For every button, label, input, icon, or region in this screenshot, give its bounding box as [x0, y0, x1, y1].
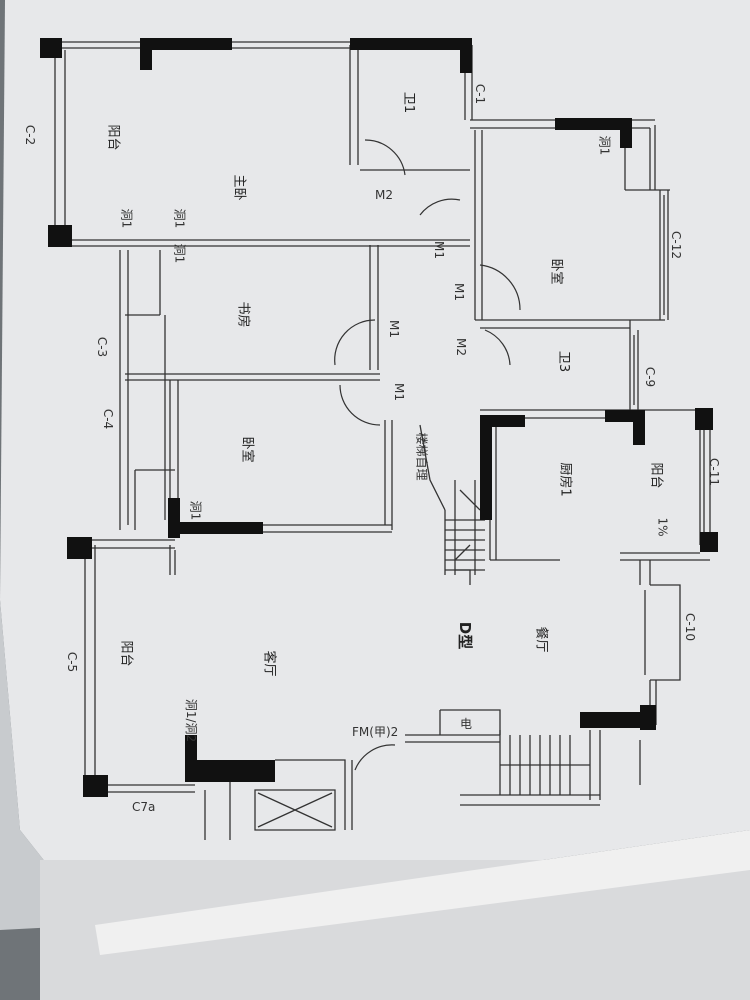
paper-shadow	[0, 600, 95, 930]
room-label-bath3: 卫3	[556, 350, 572, 373]
lower-page-edge	[95, 830, 750, 955]
door-m2-b-label: M2	[454, 338, 468, 356]
slope-note: 1%	[655, 517, 670, 537]
window-c1-label: C-1	[473, 83, 488, 105]
door-swings	[334, 139, 521, 771]
room-label-kitchen: 厨房1	[557, 462, 573, 497]
window-c2-label: C-2	[23, 124, 38, 146]
room-label-bath1: 卫1	[401, 91, 417, 114]
paper-sheet	[0, 0, 750, 925]
door-m1-c-label: M1	[387, 320, 401, 338]
room-label-bedroom-mid: 卧室	[239, 436, 255, 463]
hole-label-d: 洞1	[597, 135, 612, 156]
room-label-living-room: 客厅	[261, 650, 277, 677]
hole-label-c: 洞1	[172, 243, 187, 264]
plan-type-label: D型	[456, 621, 475, 650]
stair-note: 楼梯自理	[414, 432, 429, 481]
door-m2-master-label: M2	[375, 188, 393, 202]
door-m1-a-label: M1	[432, 241, 446, 259]
walls-thin	[45, 41, 711, 840]
room-label-living-balcony: 阳台	[118, 640, 134, 667]
door-m1-b-label: M1	[452, 283, 466, 301]
door-m1-d-label: M1	[392, 383, 406, 401]
hole-label-e: 洞1	[188, 500, 203, 521]
window-c10-label: C-10	[682, 613, 697, 641]
window-c4-label: C-4	[101, 408, 116, 430]
room-label-kitchen-balcony: 阳台	[648, 462, 664, 489]
hole-label-a: 洞1	[172, 208, 187, 229]
fire-door-label: FM(甲)2	[352, 725, 399, 739]
window-c9-label: C-9	[643, 366, 658, 388]
room-label-bedroom-ne: 卧室	[548, 258, 564, 285]
hole-label-b: 洞1	[119, 208, 134, 229]
room-label-master-balcony: 阳台	[105, 124, 121, 151]
window-c12-label: C-12	[668, 231, 683, 259]
window-c5-label: C-5	[65, 651, 80, 673]
hole-pair-label: 洞1/洞2	[184, 698, 199, 743]
room-label-study: 书房	[235, 301, 251, 328]
window-c11-label: C-11	[706, 458, 721, 486]
meter-box-label: 电	[460, 717, 473, 731]
window-c3-label: C-3	[95, 336, 110, 358]
room-label-dining-room: 餐厅	[533, 626, 549, 653]
columns	[40, 38, 718, 797]
room-label-master-bedroom: 主卧	[231, 174, 247, 201]
window-c7a-label: C7a	[132, 800, 156, 814]
